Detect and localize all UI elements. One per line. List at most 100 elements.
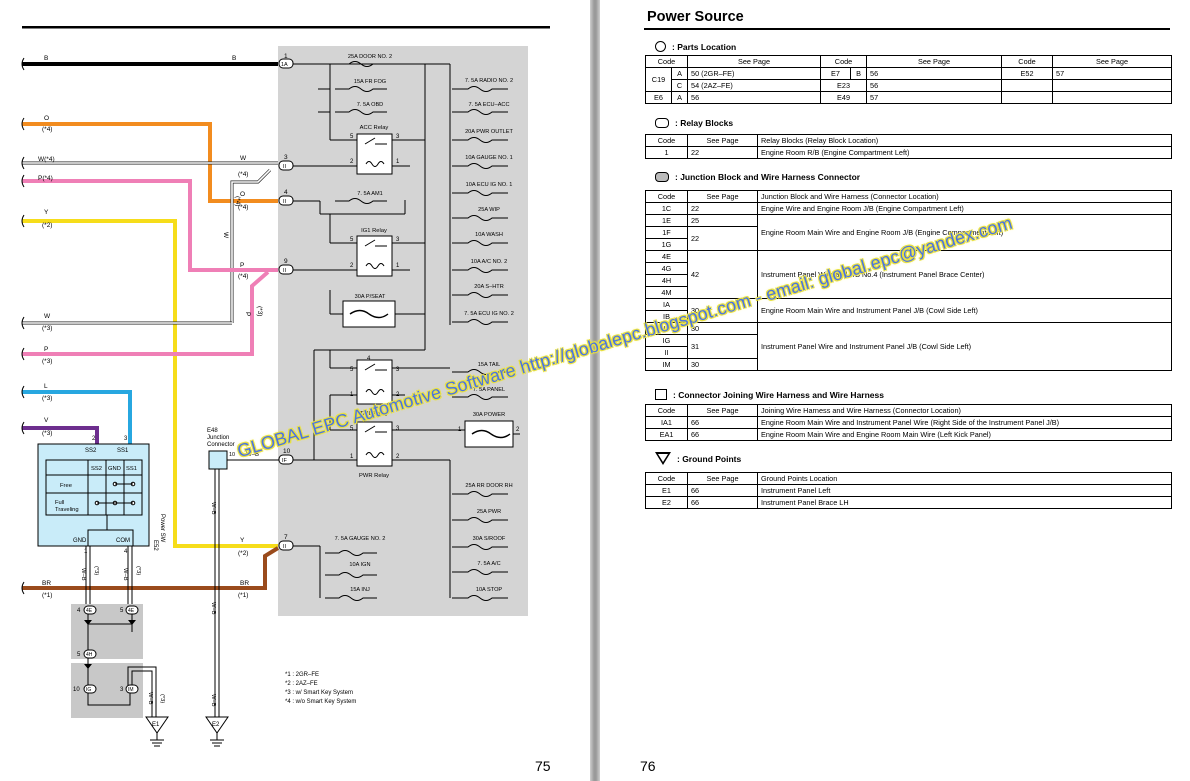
fuse-label: 10A A/C NO. 2 <box>471 259 507 265</box>
junction-pin: 10 <box>229 452 235 458</box>
column-header: See Page <box>687 190 758 203</box>
title-rule <box>644 28 1170 30</box>
relay-pin: 4 <box>367 356 371 362</box>
cell: IM <box>645 358 688 371</box>
cell: 25 <box>687 214 758 227</box>
cell: 4H <box>645 274 688 287</box>
fuse-label: 25A WIP <box>478 207 500 213</box>
table-header-row: Code See Page Ground Points Location <box>645 472 1172 485</box>
table-row: IF 30 Instrument Panel Wire and Instrume… <box>645 322 1172 371</box>
wire-note: (*1) <box>42 592 52 599</box>
connector-pin: 4 <box>284 189 288 196</box>
fuse-label: 10A WASH <box>475 232 503 238</box>
cell: II <box>645 346 688 359</box>
fuse-label: 30A P/SEAT <box>355 294 386 300</box>
wire-note: (*1) <box>238 592 248 599</box>
wire-label: W <box>222 232 229 239</box>
switch-position: Full <box>55 500 64 506</box>
switch-terminal: SS1 <box>117 448 129 454</box>
triangle-symbol-icon <box>655 452 671 465</box>
connector-ii-3: 3 II <box>278 154 294 171</box>
parts-location-heading: : Parts Location <box>655 41 736 52</box>
switch-code: E52 <box>152 540 158 551</box>
wire-label: W–B <box>147 692 153 705</box>
relay-blocks-heading: : Relay Blocks <box>655 118 733 128</box>
cell: IA1 <box>645 416 688 429</box>
wiring-diagram-page: B B O (*4) O (*4) W(*4) W (*4) W (*4) P(… <box>0 0 590 781</box>
relay-name: ACC Relay <box>360 125 389 131</box>
cell: 4M <box>645 286 688 299</box>
cell: E1 <box>645 484 688 497</box>
table-row: IA1 66 Engine Room Main Wire and Instrum… <box>645 416 1172 429</box>
note: *3 : w/ Smart Key System <box>285 690 353 696</box>
wire-br <box>22 546 280 590</box>
table-row: 1C 22 Engine Wire and Engine Room J/B (E… <box>645 202 1172 215</box>
wire-label: W–B <box>246 452 259 458</box>
relay-pins: 5 3 2 1 5 3 2 1 4 5 3 1 2 5 3 1 2 1 2 <box>350 134 520 460</box>
relay-pin: 3 <box>396 367 400 373</box>
connector-pin: 4 <box>77 608 81 614</box>
wire-label: W <box>240 155 247 162</box>
column-header: Code <box>1001 55 1054 68</box>
relay-name: TAIL Relay <box>360 411 388 417</box>
fuse-label: 7. 5A AM1 <box>357 191 383 197</box>
wire-label: W(*4) <box>38 156 55 163</box>
switch-ground-wiring <box>85 546 133 610</box>
connector-ii-9: 9 II <box>278 258 294 275</box>
cell: A <box>670 67 689 80</box>
switch-terminal: GND <box>73 538 87 544</box>
table-row: 1 22 Engine Room R/B (Engine Compartment… <box>645 146 1172 159</box>
relay-pin: 2 <box>396 392 400 398</box>
fuse-label: 30A S/ROOF <box>473 536 506 542</box>
wire-label: P(*4) <box>38 175 53 182</box>
cell: 1E <box>645 214 688 227</box>
fuse-label: 7. 5A GAUGE NO. 2 <box>335 536 386 542</box>
junction-label: Junction <box>207 435 229 441</box>
fuse-label: 15A TAIL <box>478 362 501 368</box>
cell: 66 <box>687 428 758 441</box>
table-row: E2 66 Instrument Panel Brace LH <box>645 496 1172 509</box>
relay-pin: 1 <box>396 263 400 269</box>
page-number: 76 <box>640 758 656 774</box>
wire-label: O <box>44 115 49 122</box>
switch-terminal: SS1 <box>126 466 137 472</box>
cell: E52 <box>1001 67 1054 80</box>
wire-label: B <box>232 55 236 62</box>
cell: 4G <box>645 262 688 275</box>
note: *4 : w/o Smart Key System <box>285 699 356 705</box>
fuse-label: 7. 5A RADIO NO. 2 <box>465 78 513 84</box>
relay-glyphs <box>364 137 387 458</box>
wire-label: W–B <box>210 502 216 515</box>
relay-pin: 3 <box>396 237 400 243</box>
relay-name: IG1 Relay <box>361 228 387 234</box>
wire-v <box>22 426 99 444</box>
wiring-diagram: B B O (*4) O (*4) W(*4) W (*4) W (*4) P(… <box>21 26 550 747</box>
column-header: Code <box>645 404 688 417</box>
column-header: See Page <box>687 404 758 417</box>
connector-pin: 10 <box>73 687 80 693</box>
wire-l <box>22 390 132 444</box>
ground-connector-area: 4 4E 5 4E 5 4H 10 IG 3 IM <box>71 604 165 718</box>
fuse-label: 10A IGN <box>349 562 370 568</box>
wire-note: (*3) <box>42 358 52 365</box>
relay-pin: 1 <box>350 392 354 398</box>
wire-label: BR <box>42 580 51 587</box>
section-title: : Junction Block and Wire Harness Connec… <box>675 172 861 182</box>
fuse-label: 30A POWER <box>473 412 505 418</box>
fuse-label: 7. 5A PANEL <box>473 387 505 393</box>
table-header-row: Code See Page Relay Blocks (Relay Block … <box>645 134 1172 147</box>
wire-label: W–B <box>80 568 86 581</box>
joining-heading: : Connector Joining Wire Harness and Wir… <box>655 389 884 400</box>
wire-note: (*4) <box>42 126 52 133</box>
cell: 22 <box>687 226 758 251</box>
cell: 22 <box>687 202 758 215</box>
page-number: 75 <box>535 758 551 774</box>
junction-block-area <box>278 46 528 616</box>
column-header: Code <box>645 190 688 203</box>
connector-code: 4E <box>86 608 93 614</box>
wire-label: W <box>44 313 51 320</box>
cell: 22 <box>687 146 758 159</box>
relay-pin: 1 <box>458 427 462 433</box>
wire-note: (*3) <box>135 566 141 575</box>
ground-points-heading: : Ground Points <box>655 452 741 465</box>
